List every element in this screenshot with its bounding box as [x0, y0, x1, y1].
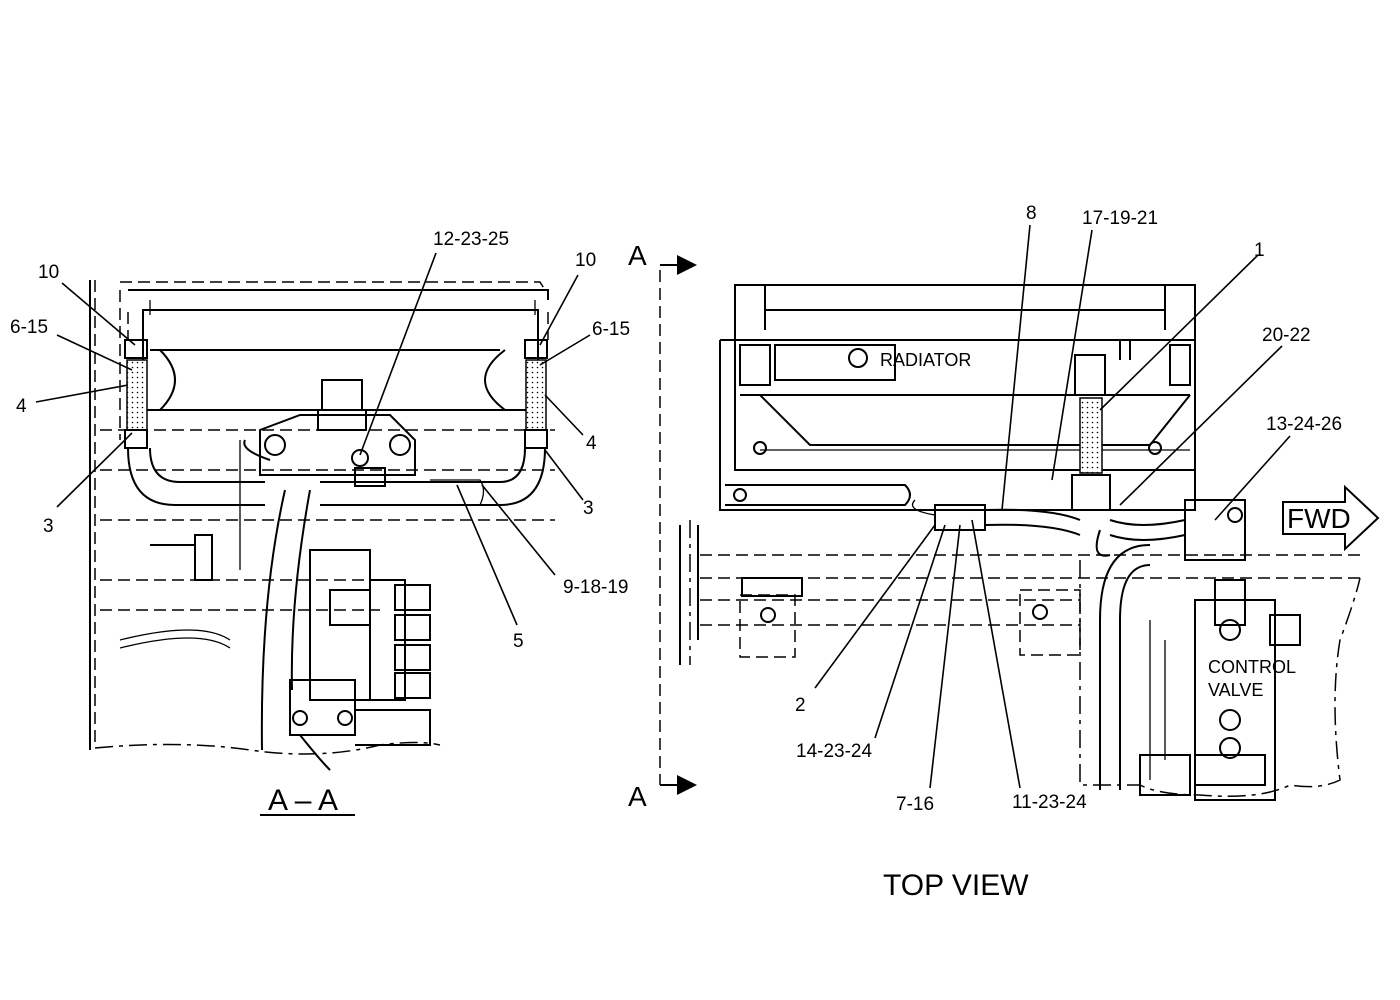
callout-1: 1: [1254, 240, 1265, 261]
section-a-a-title: A – A: [268, 784, 338, 817]
callout-11-23-24: 11-23-24: [1012, 792, 1087, 813]
top-view-title: TOP VIEW: [883, 869, 1029, 902]
section-a-a-label: A – A: [260, 784, 355, 817]
callout-6-15-right: 6-15: [592, 319, 630, 340]
section-view-a-a: [89, 280, 555, 771]
callout-8: 8: [1026, 203, 1037, 224]
callout-17-19-21: 17-19-21: [1082, 208, 1158, 229]
leaders-left: [35, 252, 591, 626]
callout-4-right: 4: [586, 433, 597, 454]
callouts-left: 10 6-15 4 3 12-23-25 10 6-15 4 3 9-18-19…: [10, 229, 630, 652]
callouts-right: 8 17-19-21 1 20-22 13-24-26 2 14-23-24 7…: [795, 203, 1342, 815]
section-cut-line: A A: [628, 240, 697, 812]
callout-4-left: 4: [16, 396, 27, 417]
fwd-label: FWD: [1287, 503, 1351, 534]
section-marker-top: A: [628, 240, 647, 271]
callout-10-right: 10: [575, 250, 596, 271]
callout-20-22: 20-22: [1262, 325, 1311, 346]
control-valve-label-line2: VALVE: [1208, 680, 1263, 700]
callout-7-16: 7-16: [896, 794, 934, 815]
callout-5: 5: [513, 631, 524, 652]
top-view: RADIATOR: [679, 284, 1361, 801]
callout-13-24-26: 13-24-26: [1266, 414, 1342, 435]
callout-14-23-24: 14-23-24: [796, 741, 872, 762]
callout-6-15-left: 6-15: [10, 317, 48, 338]
section-marker-bottom: A: [628, 781, 647, 812]
callout-9-18-19: 9-18-19: [563, 577, 629, 598]
leaders-right: [814, 224, 1291, 789]
callout-3-left: 3: [43, 516, 54, 537]
callout-12-23-25: 12-23-25: [433, 229, 509, 250]
callout-10-left: 10: [38, 262, 59, 283]
radiator-label: RADIATOR: [880, 350, 971, 370]
callout-2: 2: [795, 695, 806, 716]
fwd-arrow: FWD: [1282, 484, 1380, 552]
control-valve-label-line1: CONTROL: [1208, 657, 1296, 677]
callout-3-right: 3: [583, 498, 594, 519]
